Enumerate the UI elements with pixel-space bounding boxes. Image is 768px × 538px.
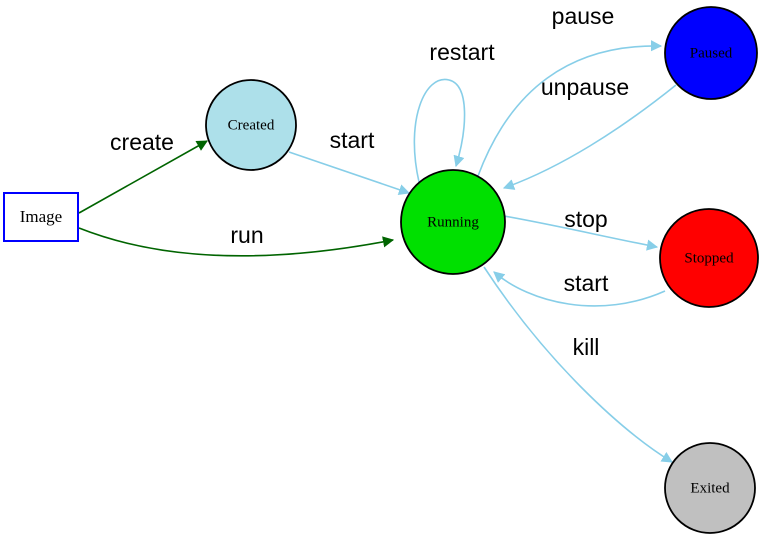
edge-stop-path — [503, 215, 659, 251]
node-exited-shape — [664, 442, 756, 534]
node-image-shape — [3, 192, 79, 242]
edge-stop[interactable]: stop — [503, 206, 659, 251]
edge-restart-path — [413, 78, 466, 183]
node-image[interactable]: Image — [3, 192, 79, 242]
edge-start-created[interactable]: start — [288, 127, 411, 196]
nodes-layer: Image Created Running Paused Stopped — [3, 6, 759, 534]
node-running[interactable]: Running — [400, 169, 506, 275]
node-created[interactable]: Created — [205, 79, 297, 171]
node-paused[interactable]: Paused — [664, 6, 758, 100]
edge-kill[interactable]: kill — [483, 266, 673, 463]
node-running-label: Running — [427, 214, 479, 230]
edge-start-stopped-label: start — [564, 270, 609, 296]
edge-stop-label: stop — [564, 206, 607, 232]
edge-pause[interactable]: pause — [477, 3, 663, 177]
edge-run-label: run — [230, 222, 263, 248]
edge-start-created-label: start — [330, 127, 375, 153]
edge-start-created-path — [288, 151, 411, 196]
edge-unpause-path — [502, 84, 677, 190]
edge-unpause-label: unpause — [541, 74, 629, 100]
edge-create[interactable]: create — [78, 129, 208, 214]
edge-pause-path — [477, 40, 663, 177]
node-created-label: Created — [228, 117, 275, 133]
node-exited-label: Exited — [690, 480, 730, 496]
edges-layer: create run start restart pause — [78, 3, 677, 463]
edge-create-label: create — [110, 129, 174, 155]
edge-restart-label: restart — [429, 39, 495, 65]
edge-create-path — [78, 140, 208, 214]
node-paused-shape — [664, 6, 758, 100]
node-stopped[interactable]: Stopped — [659, 208, 759, 308]
edge-start-stopped-path — [493, 271, 666, 307]
edge-restart[interactable]: restart — [413, 39, 495, 183]
edge-run-path — [78, 227, 395, 257]
edge-kill-path — [483, 266, 673, 463]
node-running-shape — [400, 169, 506, 275]
node-stopped-shape — [659, 208, 759, 308]
node-created-shape — [205, 79, 297, 171]
edge-start-stopped[interactable]: start — [493, 270, 666, 307]
node-image-label: Image — [20, 207, 62, 226]
node-exited[interactable]: Exited — [664, 442, 756, 534]
edge-pause-label: pause — [552, 3, 615, 29]
node-stopped-label: Stopped — [684, 250, 734, 266]
edge-run[interactable]: run — [78, 222, 395, 257]
node-paused-label: Paused — [690, 45, 733, 61]
edge-kill-label: kill — [573, 334, 600, 360]
edge-unpause[interactable]: unpause — [502, 74, 677, 190]
